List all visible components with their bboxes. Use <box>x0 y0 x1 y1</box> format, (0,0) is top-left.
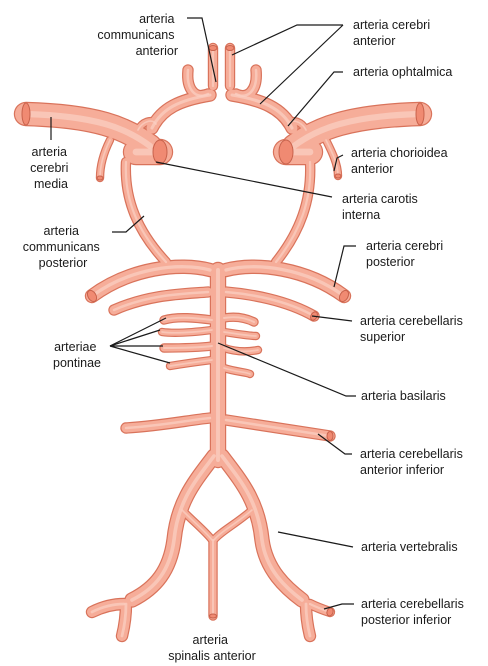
cerebri-media-right-cut <box>416 103 424 125</box>
label-cerebellaris-posterior-inferior: arteria cerebellaris posterior inferior <box>361 597 467 627</box>
label-cerebellaris-anterior-inferior: arteria cerebellaris anterior inferior <box>360 447 466 477</box>
label-carotis-interna: arteria carotis interna <box>342 192 421 222</box>
carotis-left-cut <box>153 140 167 164</box>
label-cerebri-posterior: arteria cerebri posterior <box>366 239 447 269</box>
label-communicans-anterior: arteria communicans anterior <box>97 12 178 58</box>
label-communicans-posterior: arteria communicans posterior <box>23 224 104 270</box>
a1-right <box>232 95 292 128</box>
label-spinalis-anterior: arteria spinalis anterior <box>168 633 256 663</box>
label-cerebri-anterior: arteria cerebri anterior <box>353 18 434 48</box>
cerebri-anterior-left-cut <box>209 46 217 51</box>
chorioidea-left-cut <box>97 176 103 180</box>
label-cerebellaris-superior: arteria cerebellaris superior <box>360 314 466 344</box>
spinalis-anterior-right-root-highlight <box>214 510 252 540</box>
cerebri-anterior-right-cut <box>226 46 234 51</box>
label-pontinae: arteriae pontinae <box>53 340 101 370</box>
cerebellaris-ant-inf-right-cut <box>327 432 333 441</box>
carotis-right-cut <box>279 140 293 164</box>
cerebri-media-left-cut <box>22 103 30 125</box>
label-basilaris: arteria basilaris <box>361 389 446 403</box>
chorioidea-left <box>100 140 110 178</box>
spinalis-anterior-cut <box>210 614 217 618</box>
label-cerebri-media: arteria cerebri media <box>30 145 72 191</box>
leader-cerebri-posterior <box>334 246 356 287</box>
leader-pontinae-2 <box>110 330 160 346</box>
leader-cerebri-anterior-1 <box>232 25 343 55</box>
label-ophtalmica: arteria ophtalmica <box>353 65 452 79</box>
label-chorioidea-anterior: arteria chorioidea anterior <box>351 146 451 176</box>
spinalis-anterior-left-root-highlight <box>182 510 212 540</box>
leader-vertebralis <box>278 532 353 547</box>
chorioidea-right-cut <box>335 174 341 178</box>
label-vertebralis: arteria vertebralis <box>361 540 458 554</box>
communicans-posterior-left <box>126 162 166 262</box>
a1-left <box>152 95 210 128</box>
leader-pontinae-1 <box>110 318 166 346</box>
